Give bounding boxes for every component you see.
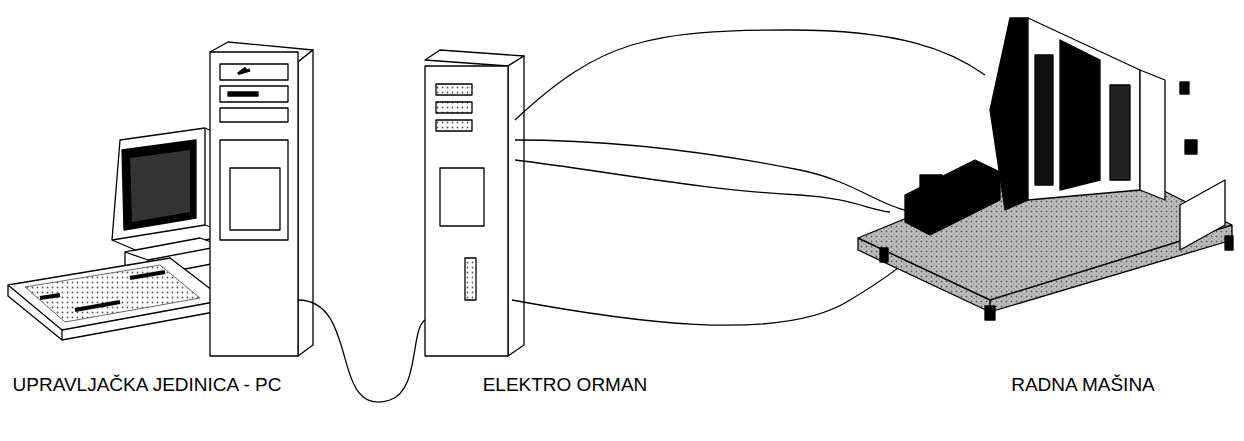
electrical-cabinet [425,50,524,356]
device-label: UPRAVLJAČKA JEDINICA - PC [13,374,282,397]
device-label: ELEKTRO ORMAN [483,374,648,397]
computer-tower [210,42,313,356]
device-label: RADNA MAŠINA [1011,374,1155,397]
machine-tool [858,18,1233,320]
keyboard [8,258,225,340]
